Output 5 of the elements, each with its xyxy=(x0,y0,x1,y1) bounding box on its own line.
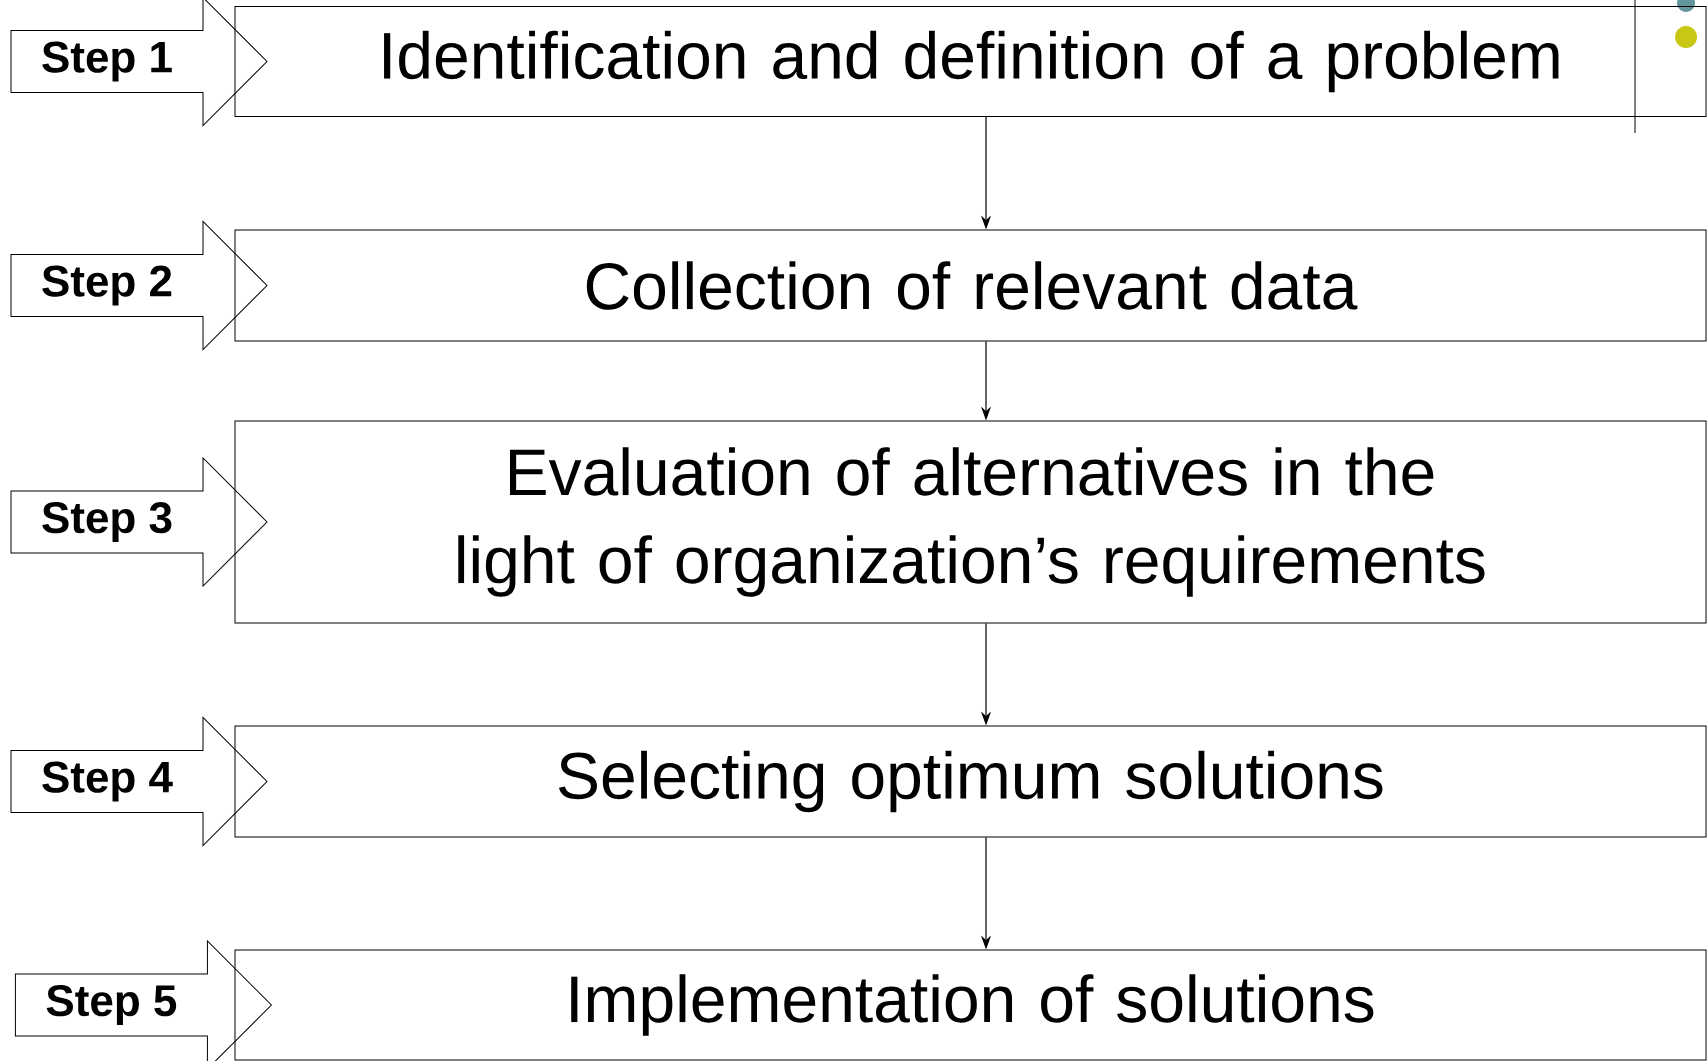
process-box: Selecting optimum solutions xyxy=(234,725,1707,838)
process-box: Evaluation of alternatives in the light of organization’s requirements xyxy=(234,420,1707,624)
process-box: Collection of relevant data xyxy=(234,229,1707,342)
process-box: Identification and definition of a problem xyxy=(234,6,1707,117)
process-box: Implementation of solutions xyxy=(234,949,1707,1061)
